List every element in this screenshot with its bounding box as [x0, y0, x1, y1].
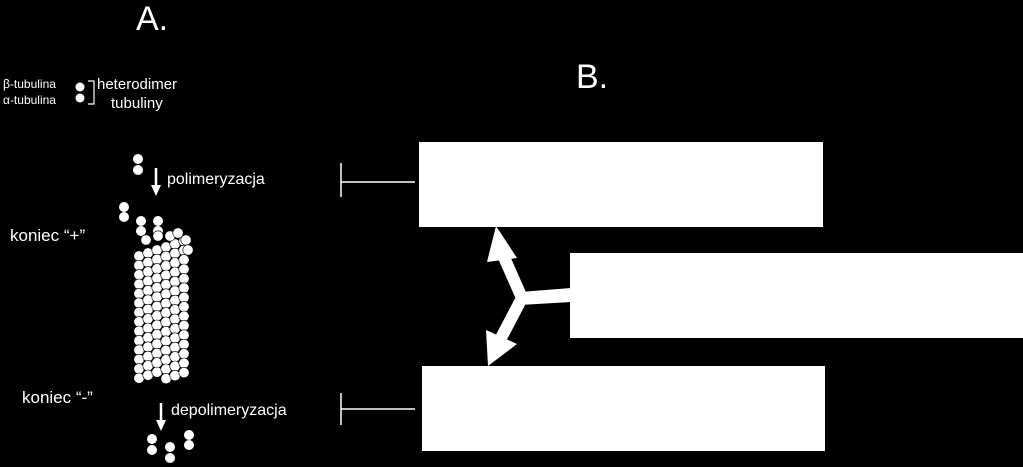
- tubulin-subunit: [182, 244, 194, 256]
- tubulin-subunit: [178, 273, 190, 285]
- tubulin-subunit: [178, 291, 190, 303]
- polymerization-label: polimeryzacja: [167, 171, 265, 188]
- tubulin-subunit: [178, 338, 190, 350]
- tubulin-subunit: [178, 310, 190, 322]
- legend-bracket: [88, 80, 95, 105]
- tubulin-subunit: [178, 282, 190, 294]
- tubulin-subunit: [178, 254, 190, 266]
- free-dimers-bottom: [147, 430, 194, 463]
- tubulin-subunit: [178, 301, 190, 313]
- top-connector: [340, 163, 415, 197]
- legend-dimer-icon: [75, 82, 85, 103]
- depolymerization-arrow: [156, 403, 166, 431]
- branch-arrows: [486, 226, 571, 366]
- tubulin-subunit: [178, 348, 190, 360]
- tubulin-subunit: [180, 234, 192, 246]
- polymerization-arrow: [151, 168, 161, 196]
- tubulin-subunit: [178, 320, 190, 332]
- tubulin-subunit: [178, 367, 190, 379]
- beta-tubulin-label: β-tubulina: [3, 77, 56, 91]
- panel-a-label: A.: [136, 0, 169, 38]
- tubulin-subunit: [140, 234, 152, 246]
- minus-end-label: koniec “-”: [22, 388, 93, 407]
- heterodimer-label: heterodimer: [97, 76, 178, 93]
- middle-text-box: [570, 253, 1023, 338]
- tubulin-subunit: [178, 329, 190, 341]
- alpha-tubulin-label: α-tubulina: [3, 93, 56, 107]
- tubulin-subunit: [152, 230, 164, 242]
- panel-b-label: B.: [576, 58, 609, 96]
- plus-end-label: koniec “+”: [10, 226, 86, 245]
- top-text-box: [419, 142, 823, 227]
- depolymerization-label: depolimeryzacja: [171, 402, 287, 419]
- bottom-text-box: [422, 366, 825, 451]
- tubulin-subunit: [178, 263, 190, 275]
- microtubule: [133, 227, 194, 385]
- tubulin-label: tubuliny: [111, 95, 163, 112]
- tubulin-subunit: [178, 357, 190, 369]
- tubulin-subunit: [172, 227, 184, 239]
- bottom-connector: [340, 393, 415, 425]
